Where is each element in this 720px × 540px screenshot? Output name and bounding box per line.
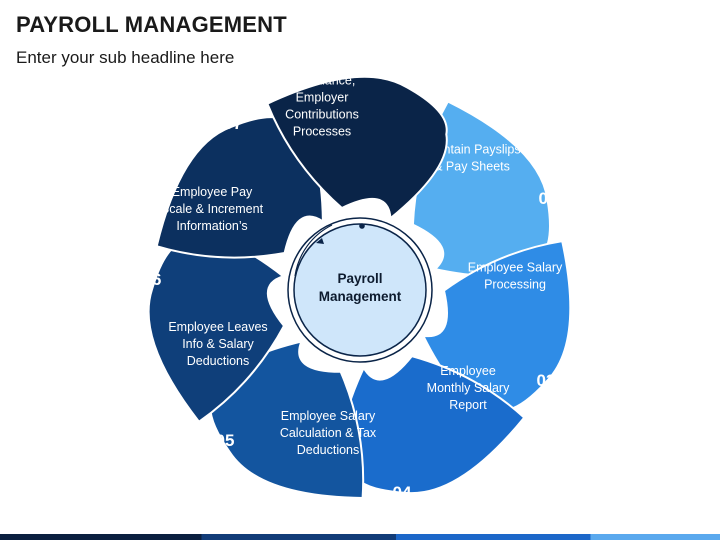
segment-07-label-line-4: Processes (293, 125, 351, 139)
segment-06 (155, 116, 324, 259)
segment-04 (209, 340, 365, 500)
segment-05-label-line-3: Deductions (187, 354, 250, 368)
segment-05-label-line-2: Info & Salary (182, 337, 254, 351)
segment-04-label-line-1: Employee Salary (281, 409, 376, 423)
segment-04-number: 04 (393, 483, 412, 502)
segment-07-label-line-2: Employer (296, 91, 349, 105)
segment-07-label-line-1: Attendance, (289, 74, 356, 88)
footer-bar (0, 534, 720, 540)
segment-01-label-line-2: & Pay Sheets (434, 160, 510, 174)
segment-05-label-line-1: Employee Leaves (168, 320, 267, 334)
segment-06-number: 06 (143, 270, 162, 289)
segment-04-label-line-3: Deductions (297, 443, 360, 457)
segment-04-label-line-2: Calculation & Tax (280, 426, 377, 440)
segment-03-label-line-2: Monthly Salary (427, 381, 510, 395)
segment-02 (421, 240, 572, 412)
segment-06-label-line-3: Information’s (176, 219, 247, 233)
segment-07 (266, 75, 448, 221)
segment-03-label-line-1: Employee (440, 364, 496, 378)
segment-06-label-line-2: Scale & Increment (161, 202, 264, 216)
center-title-line-2: Management (319, 289, 402, 304)
segment-07-number: 07 (224, 114, 243, 133)
segments-layer: Maintain Payslips& Pay Sheets01Employee … (143, 74, 572, 502)
segment-05 (147, 236, 286, 424)
segment-02-label-line-2: Processing (484, 278, 546, 292)
segment-07-label-line-3: Contributions (285, 108, 359, 122)
segment-02-label-line-1: Employee Salary (468, 261, 563, 275)
center-title-line-1: Payroll (337, 271, 382, 286)
segment-03 (341, 354, 526, 495)
arrow-head-icon (316, 238, 324, 244)
arrow-dot-icon (359, 223, 365, 229)
cycle-arrow-icon (294, 224, 333, 277)
page-title: PAYROLL MANAGEMENT (16, 12, 287, 37)
segment-03-label-line-3: Report (449, 398, 487, 412)
segment-03-number: 03 (537, 371, 556, 390)
segment-06-label-line-1: Employee Pay (172, 185, 253, 199)
segment-05-number: 05 (216, 431, 235, 450)
segment-01-label-line-1: Maintain Payslips (423, 143, 520, 157)
segment-02-number: 02 (539, 189, 558, 208)
center-circle: Payroll Management (287, 217, 433, 363)
page-subtitle: Enter your sub headline here (16, 48, 235, 67)
